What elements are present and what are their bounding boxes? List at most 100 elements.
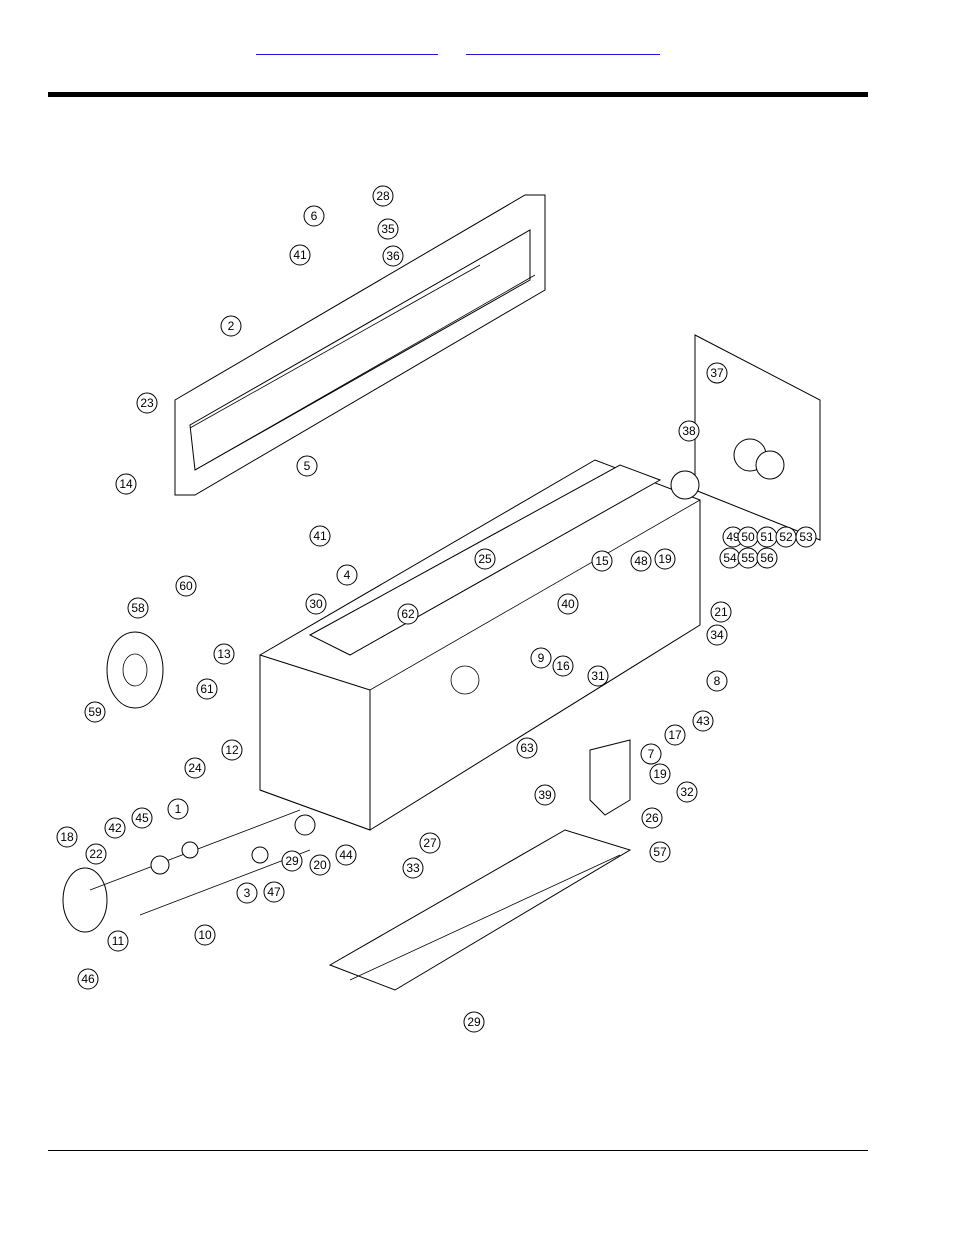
svg-text:32: 32 <box>680 785 694 799</box>
callout-16: 16 <box>553 656 573 676</box>
callout-45: 45 <box>132 808 152 828</box>
svg-text:46: 46 <box>81 972 95 986</box>
svg-text:63: 63 <box>520 741 534 755</box>
svg-text:14: 14 <box>119 477 133 491</box>
seed-tube-assembly <box>330 830 630 990</box>
callout-13: 13 <box>214 644 234 664</box>
callout-15: 15 <box>592 551 612 571</box>
callout-46: 46 <box>78 969 98 989</box>
callout-33: 33 <box>403 858 423 878</box>
svg-text:20: 20 <box>313 858 327 872</box>
svg-text:11: 11 <box>112 934 125 948</box>
callout-14: 14 <box>116 474 136 494</box>
svg-text:29: 29 <box>285 854 299 868</box>
callout-26: 26 <box>642 808 662 828</box>
callout-23: 23 <box>137 393 157 413</box>
callout-38: 38 <box>679 421 699 441</box>
svg-text:38: 38 <box>682 424 696 438</box>
callout-30: 30 <box>306 594 326 614</box>
header-link-2[interactable] <box>466 40 660 55</box>
svg-text:21: 21 <box>714 605 728 619</box>
callout-22: 22 <box>86 844 106 864</box>
svg-text:28: 28 <box>376 189 390 203</box>
svg-text:45: 45 <box>135 811 149 825</box>
callout-58: 58 <box>128 598 148 618</box>
drive-shaft-assembly <box>63 810 315 932</box>
svg-text:22: 22 <box>89 847 103 861</box>
svg-text:53: 53 <box>799 530 813 544</box>
callout-29b: 29 <box>464 1012 484 1032</box>
svg-text:31: 31 <box>591 669 605 683</box>
callout-44: 44 <box>336 845 356 865</box>
svg-text:42: 42 <box>108 821 122 835</box>
svg-text:59: 59 <box>88 705 102 719</box>
callout-50: 50 <box>738 527 758 547</box>
callout-19b: 19 <box>650 764 670 784</box>
callout-28: 28 <box>373 186 393 206</box>
callout-12: 12 <box>222 740 242 760</box>
callout-31: 31 <box>588 666 608 686</box>
svg-text:48: 48 <box>634 554 648 568</box>
svg-text:60: 60 <box>179 579 193 593</box>
svg-text:47: 47 <box>267 885 281 899</box>
svg-text:27: 27 <box>423 836 437 850</box>
callout-27: 27 <box>420 833 440 853</box>
svg-text:54: 54 <box>723 551 737 565</box>
header-link-1[interactable] <box>256 40 438 55</box>
svg-text:41: 41 <box>293 248 307 262</box>
callout-60: 60 <box>176 576 196 596</box>
svg-text:6: 6 <box>311 209 318 223</box>
callout-32: 32 <box>677 782 697 802</box>
svg-text:44: 44 <box>339 848 353 862</box>
svg-text:13: 13 <box>217 647 231 661</box>
svg-text:9: 9 <box>538 651 545 665</box>
exploded-parts-diagram: 28 6 35 41 36 2 23 5 14 37 38 49 50 51 5… <box>50 170 830 1040</box>
callout-41b: 41 <box>310 526 330 546</box>
svg-text:12: 12 <box>225 743 239 757</box>
callout-9: 9 <box>531 648 551 668</box>
svg-text:43: 43 <box>696 714 710 728</box>
svg-text:1: 1 <box>175 802 182 816</box>
svg-text:58: 58 <box>131 601 145 615</box>
callout-10: 10 <box>195 925 215 945</box>
callout-42: 42 <box>105 818 125 838</box>
callout-4: 4 <box>337 565 357 585</box>
svg-text:25: 25 <box>478 552 492 566</box>
callout-19: 19 <box>655 549 675 569</box>
callout-7: 7 <box>641 744 661 764</box>
svg-text:17: 17 <box>668 728 682 742</box>
callout-1: 1 <box>168 799 188 819</box>
callout-55: 55 <box>738 548 758 568</box>
svg-text:50: 50 <box>741 530 755 544</box>
svg-text:35: 35 <box>381 222 395 236</box>
svg-text:16: 16 <box>556 659 570 673</box>
callout-5: 5 <box>297 456 317 476</box>
svg-text:61: 61 <box>200 682 214 696</box>
svg-text:7: 7 <box>648 747 655 761</box>
svg-text:37: 37 <box>710 366 724 380</box>
svg-text:30: 30 <box>309 597 323 611</box>
callout-40: 40 <box>558 594 578 614</box>
svg-text:40: 40 <box>561 597 575 611</box>
callout-21: 21 <box>711 602 731 622</box>
callout-34: 34 <box>707 625 727 645</box>
svg-text:41: 41 <box>313 529 327 543</box>
callout-3: 3 <box>237 883 257 903</box>
svg-text:52: 52 <box>779 530 793 544</box>
svg-text:39: 39 <box>538 788 552 802</box>
svg-text:19: 19 <box>658 552 672 566</box>
svg-text:4: 4 <box>344 568 351 582</box>
callout-18: 18 <box>57 827 77 847</box>
callout-8: 8 <box>707 671 727 691</box>
callout-43: 43 <box>693 711 713 731</box>
svg-text:36: 36 <box>386 249 400 263</box>
svg-text:3: 3 <box>244 886 251 900</box>
callout-41: 41 <box>290 245 310 265</box>
callout-36: 36 <box>383 246 403 266</box>
lid-panel <box>175 195 545 495</box>
svg-text:2: 2 <box>228 319 235 333</box>
callout-37: 37 <box>707 363 727 383</box>
callout-20: 20 <box>310 855 330 875</box>
callout-35: 35 <box>378 219 398 239</box>
svg-text:62: 62 <box>401 607 415 621</box>
